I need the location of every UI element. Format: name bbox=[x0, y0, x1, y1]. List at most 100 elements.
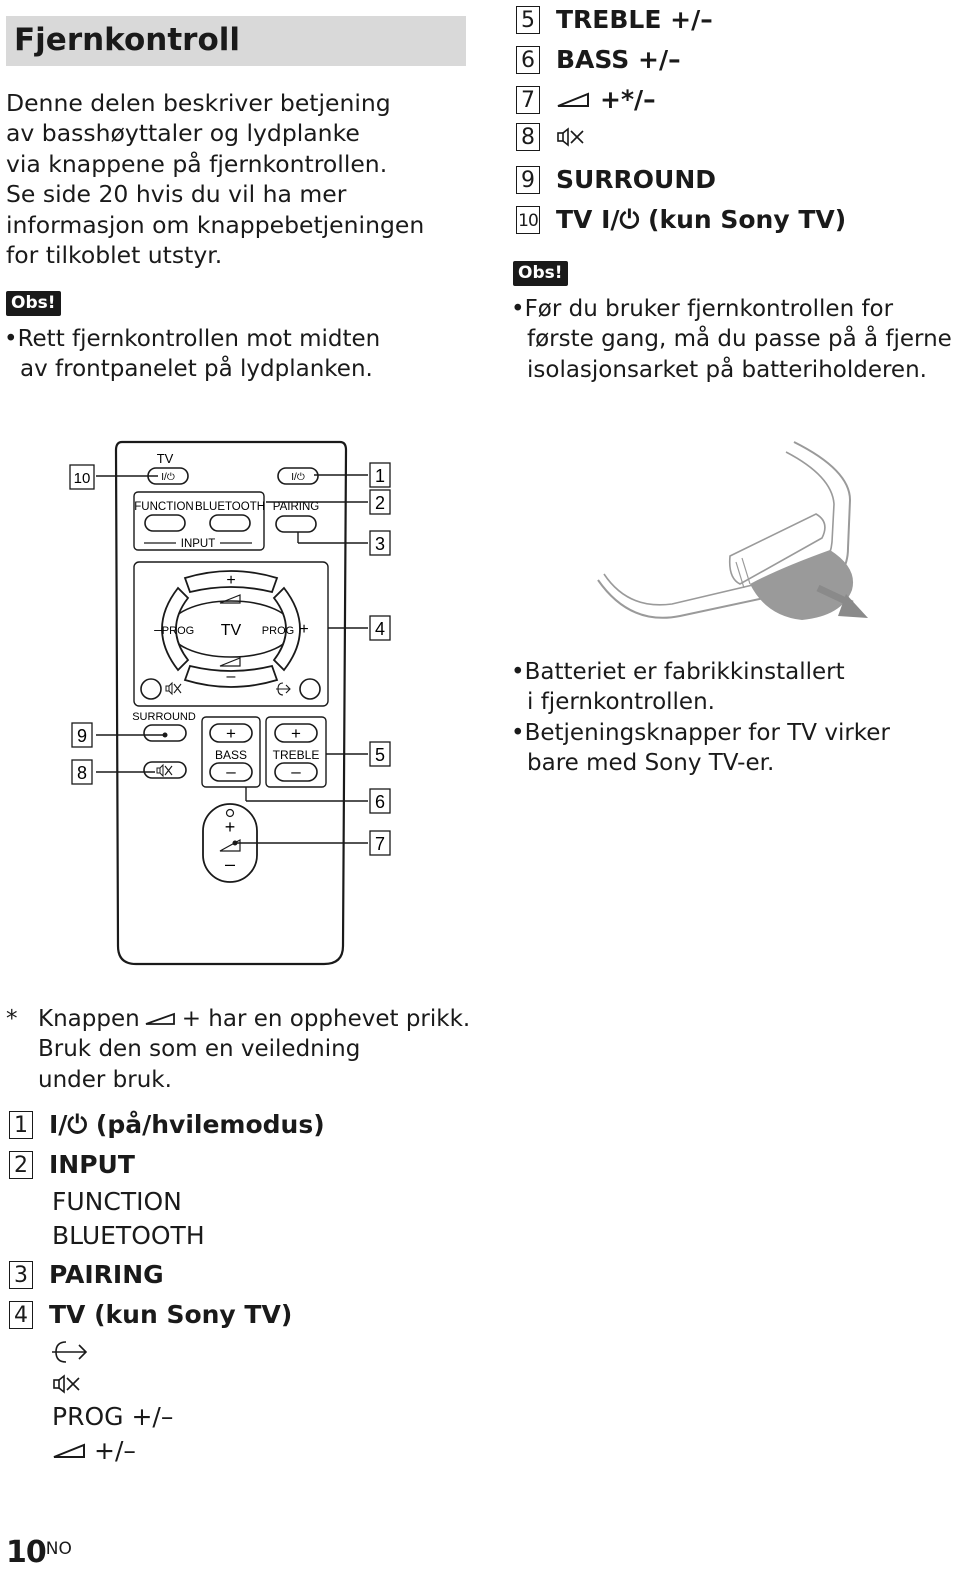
list-item-1: 1 I/⏻ (på/hvilemodus) bbox=[9, 1108, 325, 1141]
bullet: • bbox=[4, 326, 18, 352]
note-right: •Før du bruker fjernkontrollen for først… bbox=[511, 294, 952, 385]
list-sub-bluetooth: BLUETOOTH bbox=[52, 1221, 205, 1250]
footnote: * Knappen + har en opphevet prikk. Bruk … bbox=[6, 1004, 470, 1095]
list-label: +*/– bbox=[600, 85, 656, 114]
callout-6: 6 bbox=[375, 792, 385, 812]
page-title: Fjernkontroll bbox=[14, 22, 240, 58]
prog-minus-symbol: – bbox=[154, 621, 162, 637]
callout-number: 7 bbox=[516, 85, 540, 114]
footnote-text: Bruk den som en veiledning bbox=[38, 1036, 361, 1063]
callout-9: 9 bbox=[77, 726, 87, 746]
treble-minus-symbol: – bbox=[291, 762, 301, 781]
vol-down-button[interactable] bbox=[183, 664, 279, 688]
tv-group bbox=[133, 561, 329, 707]
battery-notes: •Batteriet er fabrikkinstallert i fjernk… bbox=[511, 657, 890, 779]
list-item-3: 3 PAIRING bbox=[9, 1258, 164, 1291]
bluetooth-label: BLUETOOTH bbox=[195, 501, 265, 513]
bullet: • bbox=[511, 296, 525, 322]
mute-icon bbox=[156, 763, 173, 778]
bluetooth-button[interactable] bbox=[209, 514, 251, 532]
callout-5: 5 bbox=[375, 745, 385, 765]
footnote-text: Knappen bbox=[38, 1006, 140, 1032]
note-badge: Obs! bbox=[6, 291, 61, 316]
list-label: INPUT bbox=[49, 1150, 135, 1179]
vol-minus-symbol: – bbox=[225, 854, 235, 874]
list-label: TV (kun Sony TV) bbox=[49, 1300, 293, 1329]
callout-1: 1 bbox=[375, 466, 385, 486]
surround-label: SURROUND bbox=[132, 711, 196, 723]
callout-number: 5 bbox=[516, 5, 540, 34]
callout-number: 8 bbox=[516, 123, 540, 151]
callout-number: 3 bbox=[9, 1260, 33, 1289]
volume-icon bbox=[219, 838, 241, 852]
page-number-value: 10 bbox=[6, 1535, 47, 1570]
callout-8: 8 bbox=[77, 763, 87, 783]
note-line: Batteriet er fabrikkinstallert bbox=[524, 659, 845, 685]
intro-line: for tilkoblet utstyr. bbox=[6, 241, 223, 270]
tv-power-symbol: I/⏻ bbox=[161, 472, 175, 483]
list-label: +/– bbox=[94, 1436, 136, 1465]
power-symbol: I/⏻ bbox=[291, 472, 305, 483]
prog-up-button[interactable] bbox=[272, 586, 301, 672]
list-item-5: 5 TREBLE +/– bbox=[516, 3, 713, 36]
list-item-9: 9 SURROUND bbox=[516, 163, 716, 196]
pairing-button[interactable] bbox=[275, 515, 317, 533]
tv-label: TV bbox=[157, 451, 174, 466]
bass-up-button[interactable] bbox=[209, 723, 253, 743]
prog-label-right: PROG bbox=[262, 625, 294, 637]
battery-tab-illustration bbox=[597, 441, 868, 620]
callout-numbers: 10 1 2 3 4 9 8 5 6 7 bbox=[69, 462, 391, 856]
list-item-7: 7 +*/– bbox=[516, 83, 656, 116]
page-number-suffix: NO bbox=[45, 1539, 72, 1559]
note-line: bare med Sony TV-er. bbox=[527, 750, 775, 777]
list-item-2: 2 INPUT bbox=[9, 1148, 135, 1181]
callout-number: 9 bbox=[516, 165, 540, 194]
bass-group bbox=[201, 716, 261, 788]
callout-10: 10 bbox=[74, 470, 91, 487]
callout-number: 4 bbox=[9, 1300, 33, 1329]
center-tv-label: TV bbox=[221, 622, 242, 639]
prog-down-button[interactable] bbox=[161, 586, 190, 672]
vol-plus-symbol: + bbox=[225, 817, 236, 837]
mute-icon bbox=[165, 681, 182, 696]
intro-line: av basshøyttaler og lydplanke bbox=[6, 119, 360, 148]
input-select-icon bbox=[52, 1341, 88, 1363]
treble-plus-symbol: + bbox=[291, 724, 301, 743]
treble-label: TREBLE bbox=[273, 748, 320, 762]
tv-input-button[interactable] bbox=[299, 678, 321, 700]
prog-plus-symbol: + bbox=[299, 621, 308, 638]
power-button[interactable] bbox=[277, 467, 319, 485]
list-label: TREBLE +/– bbox=[556, 5, 713, 34]
mute-button[interactable] bbox=[143, 761, 187, 779]
list-label: I/⏻ (på/hvilemodus) bbox=[49, 1110, 325, 1139]
tv-mute-button[interactable] bbox=[140, 678, 162, 700]
list-sub-volume: +/– bbox=[52, 1434, 136, 1467]
function-label: FUNCTION bbox=[134, 501, 193, 513]
footnote-text: under bruk. bbox=[38, 1066, 172, 1093]
vol-up-button[interactable] bbox=[183, 570, 279, 594]
volume-icon bbox=[557, 92, 589, 107]
treble-up-button[interactable] bbox=[274, 723, 318, 743]
pull-arrow-icon bbox=[838, 594, 868, 618]
bullet: • bbox=[511, 659, 525, 685]
mute-icon bbox=[557, 127, 584, 147]
intro-line: informasjon om knappebetjeningen bbox=[6, 210, 425, 239]
vol-minus-symbol: – bbox=[227, 668, 236, 685]
note-line: Rett fjernkontrollen mot midten bbox=[17, 326, 381, 352]
list-label: PAIRING bbox=[49, 1260, 164, 1289]
bullet: • bbox=[511, 719, 525, 746]
list-label: BASS +/– bbox=[556, 45, 681, 74]
volume-icon bbox=[219, 594, 241, 604]
callout-4: 4 bbox=[375, 619, 385, 639]
vol-plus-symbol: + bbox=[226, 572, 235, 589]
volume-icon bbox=[145, 1012, 175, 1026]
list-sub-function: FUNCTION bbox=[52, 1187, 182, 1216]
note-line: første gang, må du passe på å fjerne bbox=[527, 326, 952, 353]
callout-number: 2 bbox=[9, 1150, 33, 1179]
volume-icon bbox=[53, 1443, 85, 1458]
function-button[interactable] bbox=[144, 514, 186, 532]
bass-minus-symbol: – bbox=[226, 762, 236, 781]
note-line: Betjeningsknapper for TV virker bbox=[524, 719, 890, 746]
treble-down-button[interactable] bbox=[274, 762, 318, 782]
bass-down-button[interactable] bbox=[209, 762, 253, 782]
